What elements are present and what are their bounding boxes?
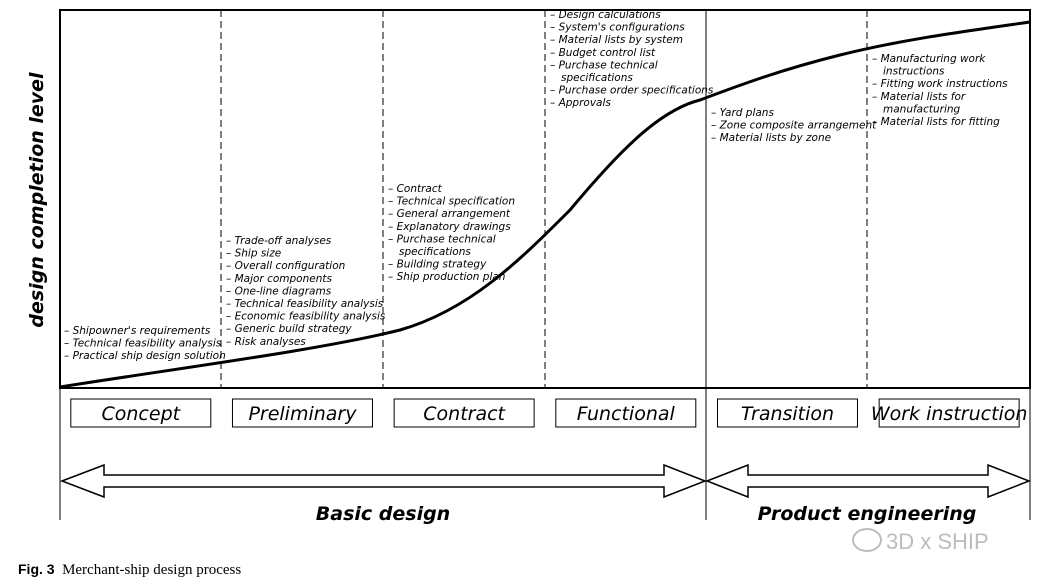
stage-3-item-5: – Purchase technical bbox=[388, 233, 496, 245]
stage-5-item-3: – Material lists by zone bbox=[711, 132, 831, 144]
group-arrows bbox=[59, 463, 1032, 499]
stage-5-item-1: – Yard plans bbox=[711, 107, 774, 119]
stage-6-item-1: – Manufacturing work bbox=[872, 53, 986, 65]
stage-3-item-7: – Ship production plan bbox=[388, 271, 505, 283]
stage-item-lists: – Shipowner's requirements– Technical fe… bbox=[64, 9, 1008, 362]
stage-2-item-6: – Technical feasibility analysis bbox=[226, 298, 384, 310]
wechat-icon bbox=[852, 528, 882, 552]
phase-box-6 bbox=[878, 398, 1020, 428]
stage-4-item-3: – Material lists by system bbox=[550, 34, 683, 46]
phase-label-5: Transition bbox=[741, 403, 834, 425]
stage-3-item-4: – Explanatory drawings bbox=[388, 221, 511, 233]
phase-box-4 bbox=[555, 398, 697, 428]
phase-box-2 bbox=[231, 398, 373, 428]
stage-4-item-2: – System's configurations bbox=[550, 22, 685, 34]
phase-box-1 bbox=[70, 398, 212, 428]
stage-3-item-3: – General arrangement bbox=[388, 208, 511, 220]
stage-2-item-9: – Risk analyses bbox=[226, 336, 306, 348]
stage-1-item-1: – Shipowner's requirements bbox=[64, 325, 211, 337]
stage-1-item-2: – Technical feasibility analysis bbox=[64, 338, 222, 350]
group-label-basic-design: Basic design bbox=[316, 503, 450, 525]
stage-4-item-6: – Purchase order specifications bbox=[550, 85, 714, 97]
stage-2-item-1: – Trade-off analyses bbox=[226, 235, 332, 247]
stage-6-item-3: manufacturing bbox=[883, 103, 961, 115]
stage-6-item-4: – Material lists for fitting bbox=[872, 116, 1000, 128]
stage-1-item-3: – Practical ship design solution bbox=[64, 350, 226, 362]
stage-4-item-4: – Budget control list bbox=[550, 47, 656, 59]
figure-caption: Fig. 3 Merchant-ship design process bbox=[18, 561, 241, 579]
watermark: 3D x SHIP bbox=[852, 528, 989, 555]
phase-label-1: Concept bbox=[102, 403, 182, 425]
phase-box-3 bbox=[393, 398, 535, 428]
caption-label: Fig. 3 bbox=[18, 561, 55, 577]
stage-3-item-1: – Contract bbox=[388, 183, 443, 195]
phase-label-6: Work instruction bbox=[871, 403, 1028, 425]
product-engineering-arrow bbox=[704, 463, 1032, 499]
stage-6-item-1: instructions bbox=[883, 66, 945, 78]
stage-4-item-1: – Design calculations bbox=[550, 9, 661, 21]
stage-3-item-5: specifications bbox=[399, 246, 471, 258]
stage-3-item-6: – Building strategy bbox=[388, 259, 487, 271]
phase-label-2: Preliminary bbox=[248, 403, 357, 425]
stage-6-item-3: – Material lists for bbox=[872, 91, 966, 103]
caption-text: Merchant-ship design process bbox=[62, 562, 242, 578]
watermark-text: 3D x SHIP bbox=[886, 529, 989, 554]
basic-design-arrow bbox=[59, 463, 708, 499]
stage-dividers bbox=[220, 10, 868, 388]
phase-box-5 bbox=[716, 398, 858, 428]
stage-2-item-7: – Economic feasibility analysis bbox=[226, 311, 386, 323]
stage-2-item-5: – One-line diagrams bbox=[226, 285, 332, 297]
stage-2-item-2: – Ship size bbox=[226, 248, 281, 260]
stage-3-item-2: – Technical specification bbox=[388, 196, 515, 208]
phase-label-4: Functional bbox=[577, 403, 676, 425]
stage-2-item-4: – Major components bbox=[226, 273, 332, 285]
design-completion-curve bbox=[59, 20, 1031, 389]
group-label-product-engineering: Product engineering bbox=[758, 503, 977, 525]
phase-label-3: Contract bbox=[423, 403, 506, 425]
y-axis-label: design completion level bbox=[26, 72, 48, 328]
stage-4-item-7: – Approvals bbox=[550, 97, 611, 109]
phase-boxes: Concept Preliminary Contract Functional Tran… bbox=[70, 398, 1028, 428]
stage-4-item-5: specifications bbox=[561, 72, 633, 84]
stage-5-item-2: – Zone composite arrangement bbox=[711, 120, 877, 132]
stage-2-item-3: – Overall configuration bbox=[226, 260, 345, 272]
stage-4-item-5: – Purchase technical bbox=[550, 59, 658, 71]
stage-6-item-2: – Fitting work instructions bbox=[872, 78, 1008, 90]
stage-2-item-8: – Generic build strategy bbox=[226, 323, 352, 335]
